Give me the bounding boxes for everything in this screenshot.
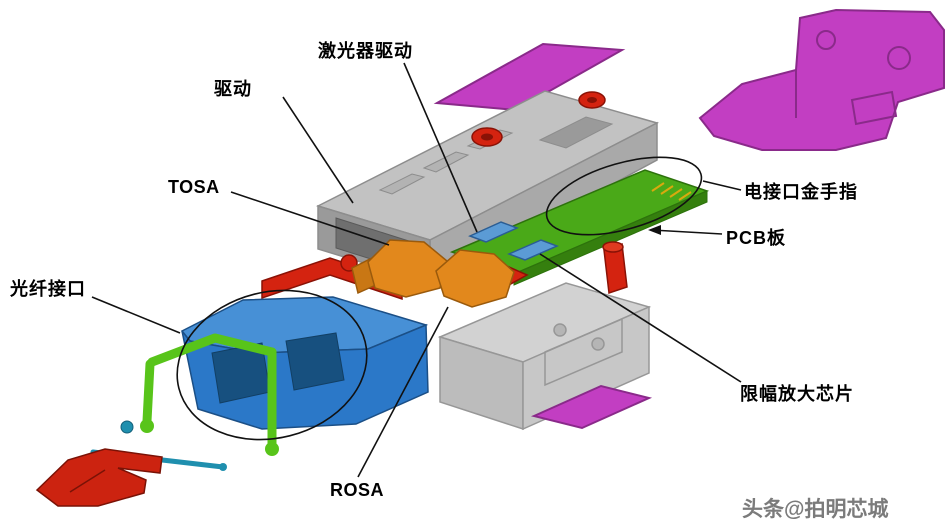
- bail-right-foot: [265, 442, 279, 456]
- red-post: [602, 241, 628, 295]
- bottom-housing-boss-2: [591, 337, 605, 351]
- limiting-amplifier-label: 限幅放大芯片: [740, 384, 854, 404]
- laser-driver-leader-line: [403, 62, 478, 233]
- annotations: [91, 62, 742, 478]
- red-post-top: [602, 241, 624, 253]
- housing-recess: [850, 90, 898, 126]
- gold-finger-3: [669, 188, 683, 198]
- gold-fingers-leader-line: [702, 180, 742, 191]
- grommet-2-hole: [587, 97, 597, 103]
- fiber-interface-leader-line: [91, 296, 181, 334]
- housing-bottom-panel: [530, 384, 653, 430]
- pcb-leader-arrowhead: [648, 225, 661, 235]
- gold-fingers-callout-ellipse: [545, 156, 703, 236]
- red-clip-body: [35, 448, 163, 507]
- housing-top-shell-body: [698, 8, 945, 151]
- laser-driver-chip: [468, 221, 519, 243]
- rosa-label: ROSA: [330, 480, 385, 500]
- tosa-leader-line: [230, 191, 390, 246]
- housing-top-panel: [433, 42, 626, 112]
- housing-top-shell: [698, 8, 945, 151]
- bottom-housing-cutout: [544, 317, 623, 387]
- gold-finger-2: [660, 185, 674, 195]
- watermark: 头条@拍明芯城: [742, 498, 889, 521]
- tosa-assembly: [351, 239, 448, 298]
- pcb: [449, 169, 710, 286]
- bottom-housing-boss-1: [553, 323, 567, 337]
- laser-driver-label: 激光器驱动: [318, 41, 413, 61]
- limiting-amplifier-leader-line: [539, 253, 742, 383]
- rosa-leader-line: [357, 306, 449, 478]
- fiber-receptacle: [180, 296, 429, 430]
- bail-top-bar: [147, 333, 277, 367]
- driver-label: 驱动: [214, 79, 252, 99]
- red-clip: [35, 448, 163, 507]
- pcb-board-label: PCB板: [726, 228, 787, 248]
- gold-finger-4: [678, 191, 692, 201]
- cage-cutout: [538, 116, 614, 149]
- rod-ball: [120, 420, 134, 434]
- bail-latch: [140, 333, 279, 456]
- grommet-1-hole: [481, 133, 493, 141]
- driver-leader-line: [282, 96, 354, 204]
- tosa-label: TOSA: [168, 177, 220, 197]
- pcb-leader-line: [651, 229, 723, 235]
- rosa-body: [435, 249, 515, 308]
- receptacle-port-2: [285, 332, 345, 391]
- rod-tip: [219, 463, 227, 471]
- bail-left-arm: [142, 359, 155, 426]
- fiber-interface-label: 光纤接口: [10, 279, 86, 299]
- cage-grommets: [471, 91, 606, 147]
- gold-fingers-label: 电接口金手指: [744, 182, 858, 202]
- housing-hole-2: [887, 46, 911, 70]
- bottom-housing: [437, 282, 652, 431]
- limiting-amplifier-chip: [507, 239, 559, 261]
- red-clip-notch: [69, 469, 106, 493]
- housing-hole-1: [816, 30, 836, 50]
- gold-finger-1: [651, 182, 665, 192]
- cage-slot-1: [378, 173, 426, 195]
- bail-left-foot: [140, 419, 154, 433]
- fiber-interface-callout-ellipse: [176, 289, 368, 441]
